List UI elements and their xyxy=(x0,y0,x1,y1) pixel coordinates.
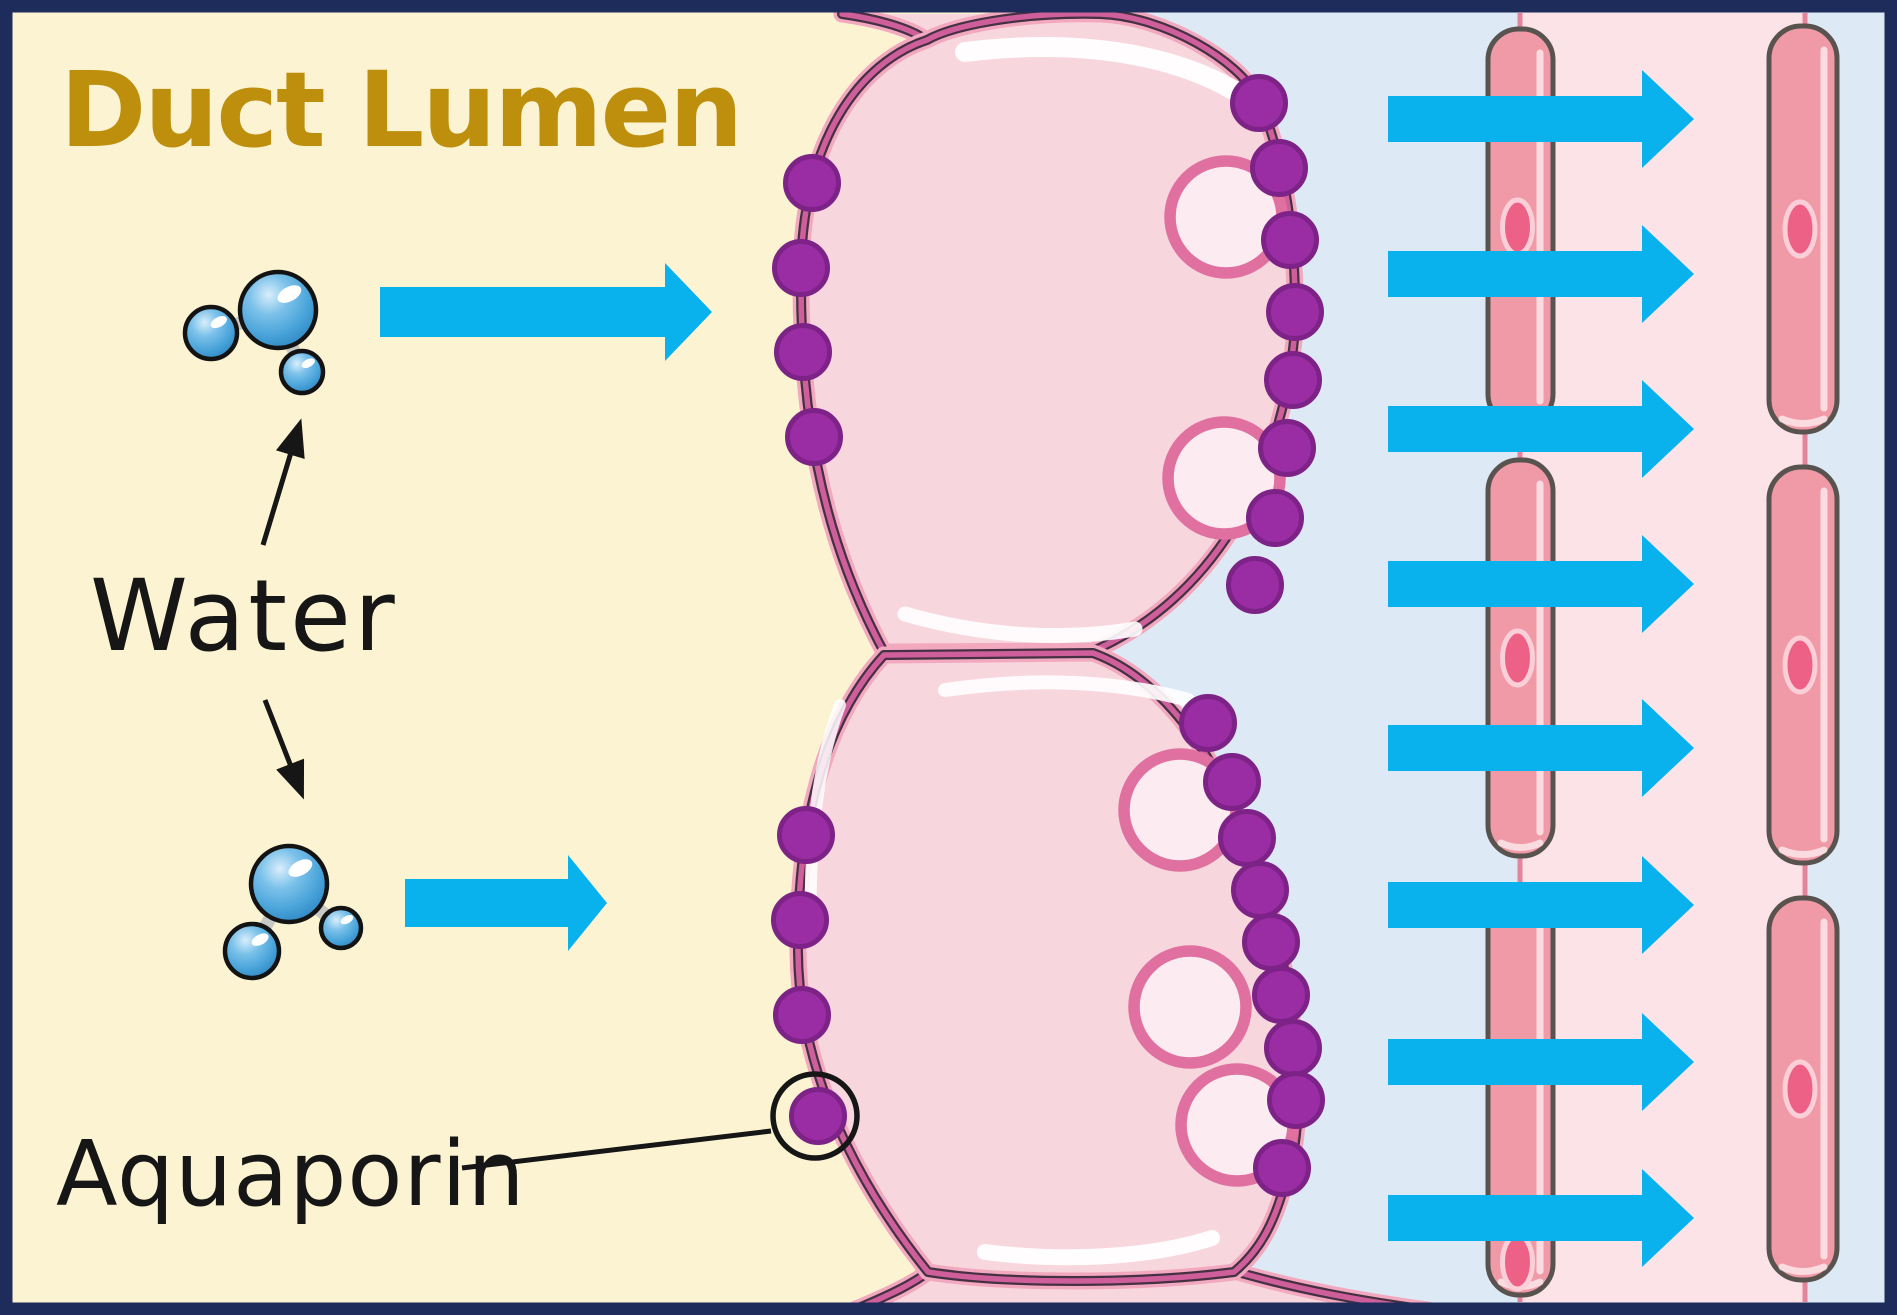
water-flow-arrow xyxy=(1388,380,1694,478)
molecule-atom-shine xyxy=(301,358,315,369)
molecule-atom xyxy=(237,269,319,351)
aquaporin-dot xyxy=(783,154,841,212)
water-flow-arrow xyxy=(1388,856,1694,954)
aquaporin-dot xyxy=(777,806,835,864)
aquaporin-dot xyxy=(1267,1071,1325,1129)
molecule-atom xyxy=(222,921,282,981)
aquaporin-dot xyxy=(1230,74,1288,132)
endothelial-nucleus xyxy=(1782,1059,1818,1119)
epithelial-cell-top xyxy=(801,14,1295,652)
molecule-atom xyxy=(318,905,364,951)
aquaporin-dot xyxy=(1253,1139,1311,1197)
water-pointer-arrow-down xyxy=(262,699,305,800)
aquaporin-dot xyxy=(1261,211,1319,269)
endothelial-nucleus xyxy=(1500,197,1535,257)
water-flow-arrow xyxy=(1388,535,1694,633)
water-flow-arrow xyxy=(380,263,712,361)
water-flow-arrow xyxy=(1388,1169,1694,1267)
annotations xyxy=(260,418,860,1171)
aquaporin-dot xyxy=(1250,139,1308,197)
water-molecule-icon xyxy=(182,269,326,396)
water-flow-arrow xyxy=(1388,699,1694,797)
endothelial-cell-highlight xyxy=(1778,846,1828,858)
endothelial-nucleus xyxy=(1500,628,1535,688)
aquaporin-label: Aquaporin xyxy=(56,1122,526,1227)
molecule-atom-shine xyxy=(251,933,269,946)
aquaporin-dot xyxy=(1264,351,1322,409)
aquaporin-dot xyxy=(771,891,829,949)
molecule-atom xyxy=(248,843,330,925)
epithelial-cells xyxy=(798,14,1437,1315)
aquaporin-dot xyxy=(1231,861,1289,919)
aquaporin-dot xyxy=(772,239,830,297)
water-flow-arrow xyxy=(1388,225,1694,323)
water-flow-arrows xyxy=(380,70,1694,1267)
capillary-lumen-region xyxy=(1520,0,1805,1315)
aquaporin-vesicle xyxy=(1128,945,1252,1069)
molecule-atom-shine xyxy=(340,914,354,925)
endothelial-cell-highlight xyxy=(1778,1263,1828,1275)
aquaporin-dot xyxy=(1266,283,1324,341)
water-pointer-arrow-up xyxy=(260,418,305,546)
aquaporin-highlight-circle xyxy=(770,1071,860,1161)
aquaporin-dot xyxy=(1264,1019,1322,1077)
aquaporin-dot xyxy=(1252,966,1310,1024)
water-molecule-icon xyxy=(222,843,364,981)
molecule-atom xyxy=(182,304,240,362)
endothelial-cell-highlight xyxy=(1778,415,1828,427)
aquaporin-dot xyxy=(1226,556,1284,614)
aquaporin-dot xyxy=(1203,753,1261,811)
duct-lumen-label: Duct Lumen xyxy=(60,49,741,171)
endothelial-nucleus xyxy=(1782,635,1818,695)
water-flow-arrow xyxy=(1388,70,1694,168)
molecule-atom-shine xyxy=(210,316,227,329)
aquaporin-dot xyxy=(785,408,843,466)
aquaporin-dots xyxy=(771,74,1325,1197)
aquaporin-pointer-line xyxy=(461,1128,772,1171)
endothelial-nucleus xyxy=(1782,199,1818,259)
water-flow-arrow xyxy=(1388,1013,1694,1111)
endothelial-cell-highlight xyxy=(1497,839,1544,851)
endothelial-nucleus xyxy=(1500,1232,1535,1292)
water-molecules xyxy=(182,269,364,981)
aquaporin-dot-circled xyxy=(789,1087,847,1145)
aquaporin-dot xyxy=(1218,809,1276,867)
aquaporin-dot xyxy=(773,986,831,1044)
molecule-atom-shine xyxy=(288,859,313,877)
molecule-atom xyxy=(278,348,326,396)
aquaporin-dot xyxy=(1258,419,1316,477)
molecule-atom-shine xyxy=(277,285,302,303)
aquaporin-dot xyxy=(1246,489,1304,547)
aquaporin-dot xyxy=(1179,694,1237,752)
water-label: Water xyxy=(90,559,398,674)
water-flow-arrow xyxy=(405,855,607,951)
aquaporin-dot xyxy=(1242,913,1300,971)
aquaporin-dot xyxy=(774,323,832,381)
